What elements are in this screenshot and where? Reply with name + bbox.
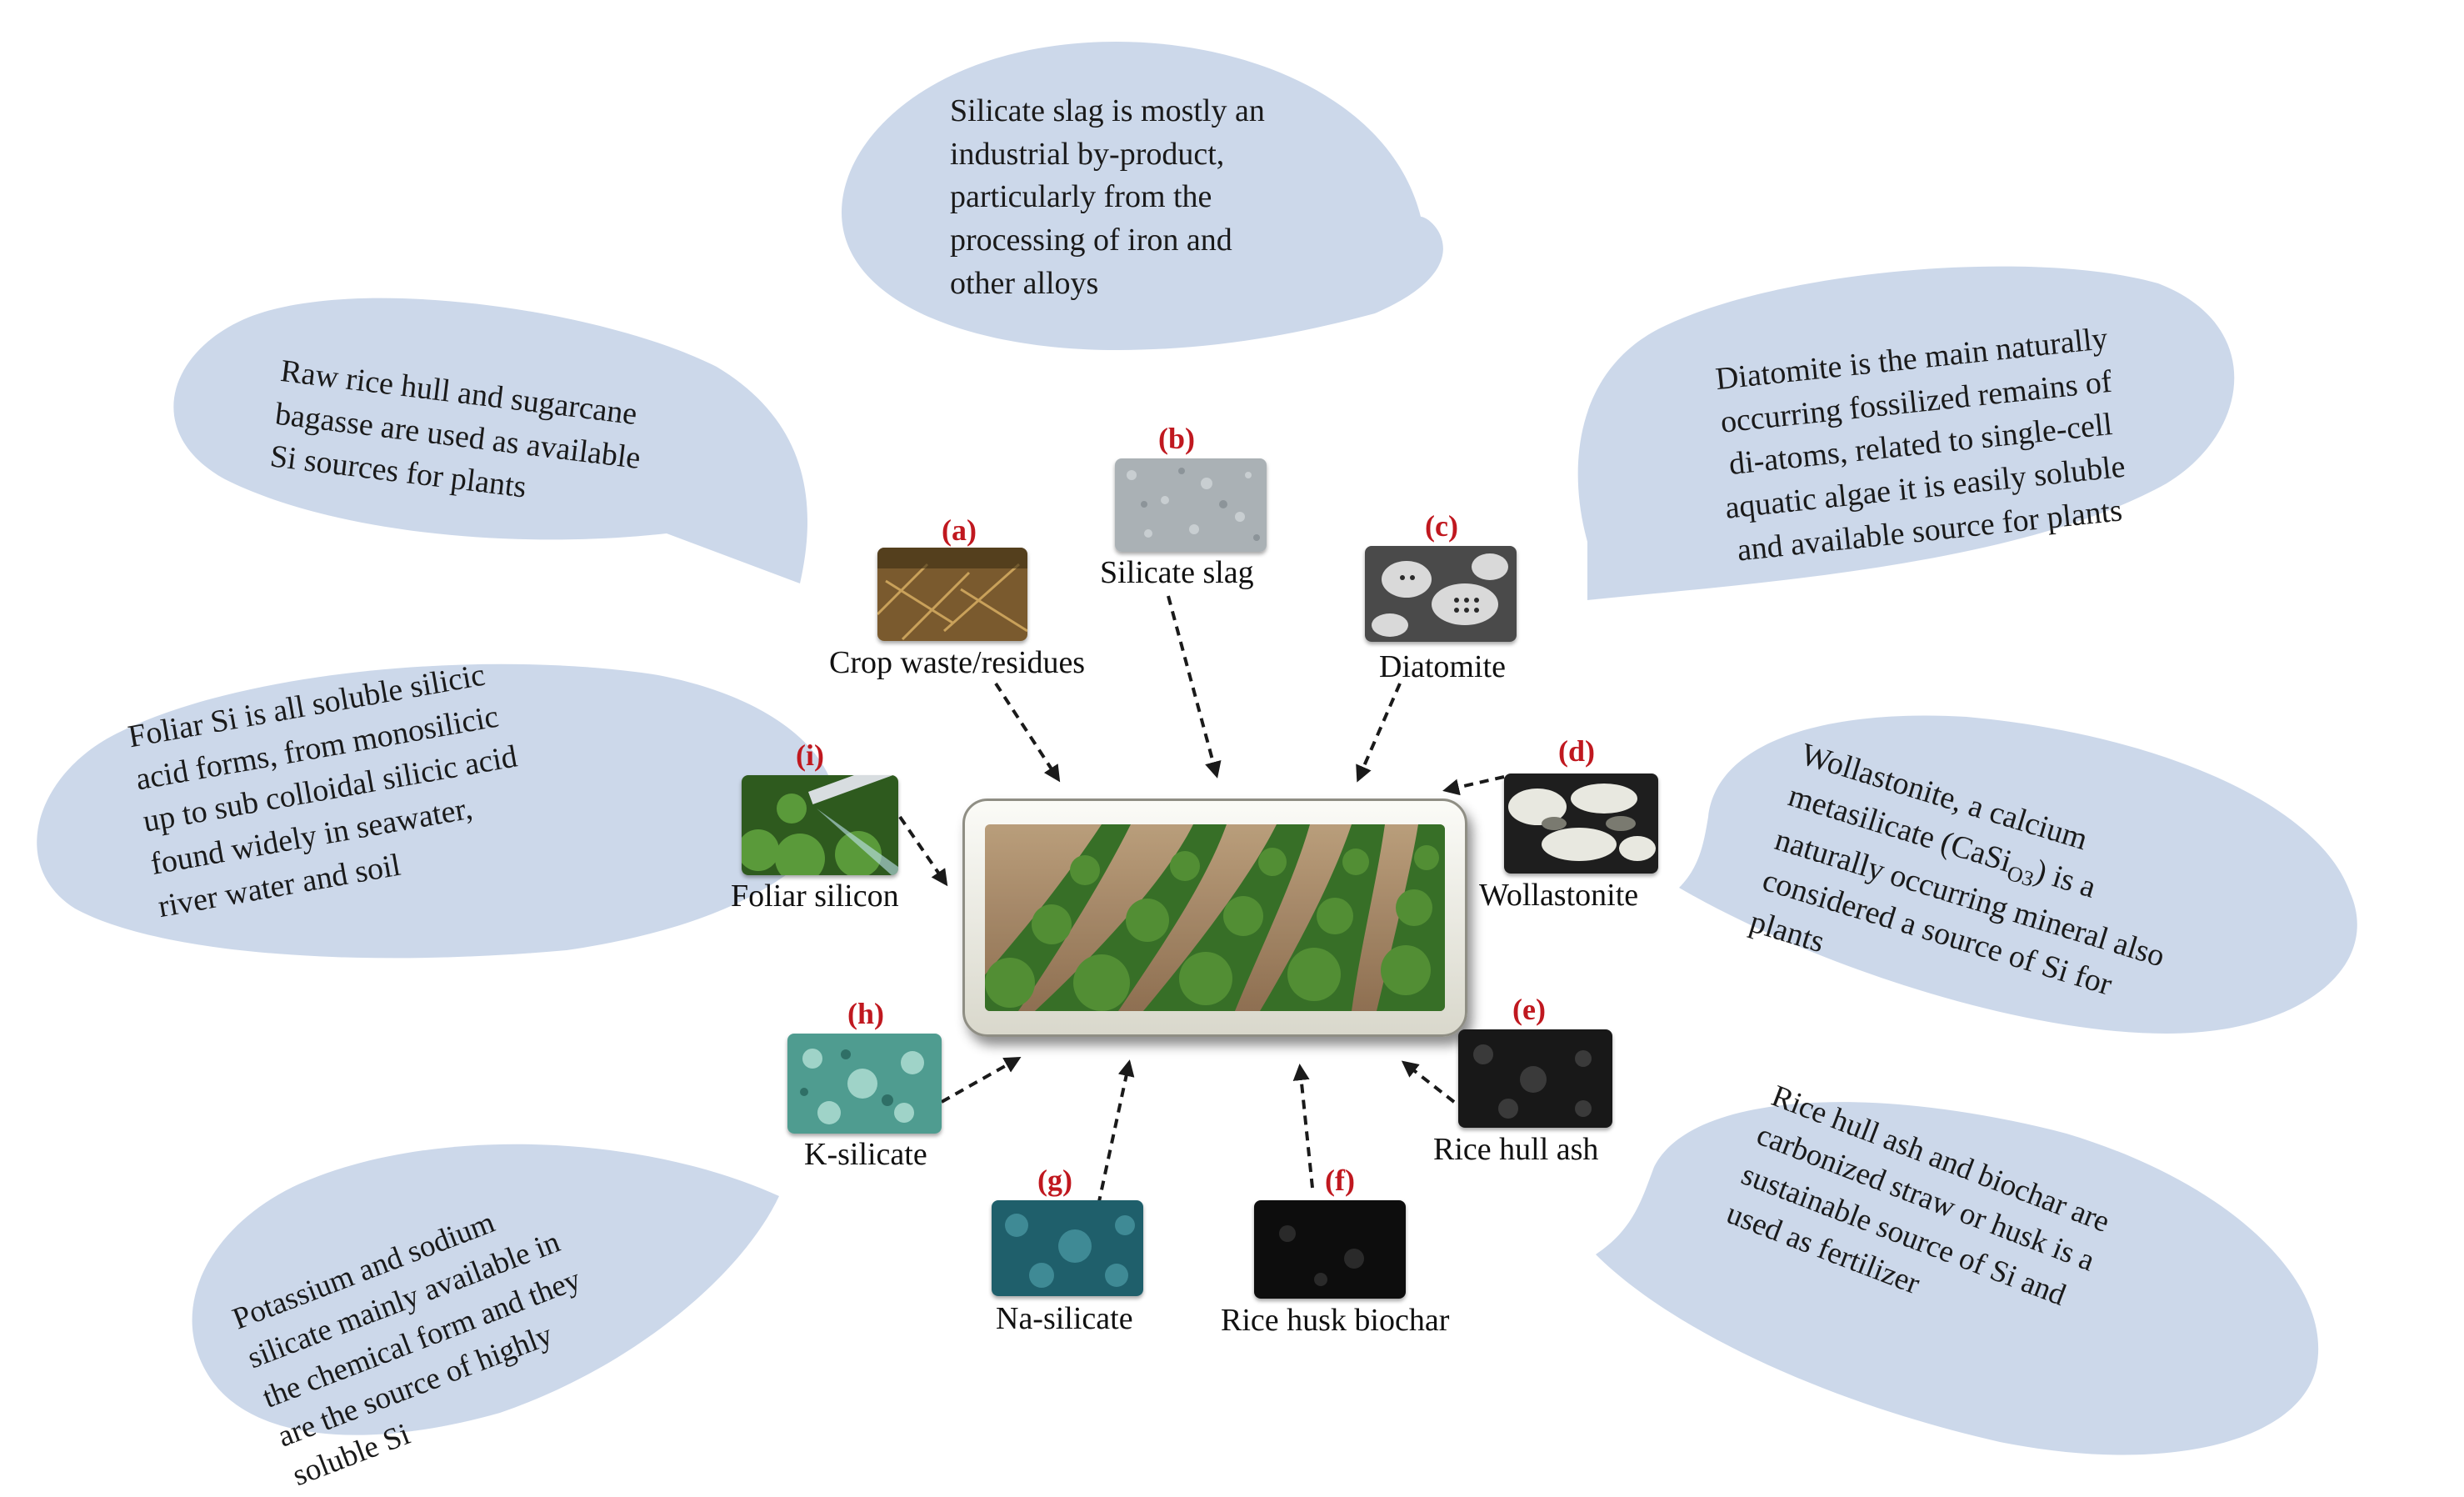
thumb-wollastonite <box>1504 774 1658 874</box>
arrow-f <box>1292 1064 1314 1189</box>
letter-d: (d) <box>1558 734 1595 768</box>
center-crop-field-frame <box>962 799 1467 1037</box>
speech-bubble-a <box>173 298 808 583</box>
letter-i: (i) <box>796 738 824 772</box>
thumb-diatomite <box>1365 546 1517 642</box>
bubble-text-b: Silicate slag is mostly an industrial by… <box>950 93 1265 301</box>
crop-field-photo <box>985 824 1445 1011</box>
label-na-silicate: Na-silicate <box>996 1301 1133 1336</box>
speech-bubble-e <box>1596 1102 2319 1455</box>
arrow-d <box>1442 775 1505 796</box>
label-k-silicate: K-silicate <box>804 1137 927 1172</box>
speech-bubble-h <box>192 1144 779 1435</box>
arrow-h <box>941 1057 1022 1104</box>
letter-e: (e) <box>1512 993 1546 1026</box>
arrow-a <box>994 682 1061 783</box>
thumb-crop-waste <box>877 548 1027 641</box>
crop-field-image <box>985 824 1445 1011</box>
thumb-rice-hull-ash <box>1458 1029 1612 1128</box>
label-diatomite: Diatomite <box>1379 649 1506 684</box>
arrows <box>898 595 1505 1206</box>
speech-bubble-d <box>1679 715 2357 1034</box>
label-rice-hull-ash: Rice hull ash <box>1433 1132 1599 1167</box>
speech-bubble-c <box>1577 266 2235 600</box>
letter-c: (c) <box>1425 509 1458 543</box>
arrow-g <box>1097 1059 1135 1206</box>
thumb-k-silicate <box>787 1034 942 1134</box>
arrow-c <box>1356 683 1402 783</box>
speech-bubble-i <box>37 663 838 959</box>
label-wollastonite: Wollastonite <box>1479 878 1639 913</box>
letter-a: (a) <box>942 513 977 547</box>
arrow-i <box>898 815 948 887</box>
speech-bubble-b <box>842 42 1443 350</box>
arrow-b <box>1167 595 1222 779</box>
thumb-foliar-silicon <box>742 775 898 875</box>
label-foliar-silicon: Foliar silicon <box>731 879 899 914</box>
label-silicate-slag: Silicate slag <box>1100 555 1254 590</box>
letter-f: (f) <box>1325 1164 1355 1197</box>
thumb-na-silicate <box>992 1200 1143 1296</box>
thumb-silicate-slag <box>1115 458 1267 552</box>
label-rice-husk-biochar: Rice husk biochar <box>1221 1303 1450 1338</box>
thumb-rice-husk-biochar <box>1254 1200 1406 1299</box>
letter-g: (g) <box>1037 1164 1072 1197</box>
label-crop-waste: Crop waste/residues <box>829 645 1086 680</box>
letter-b: (b) <box>1158 422 1195 455</box>
arrow-e <box>1401 1060 1456 1104</box>
letter-h: (h) <box>847 997 884 1030</box>
